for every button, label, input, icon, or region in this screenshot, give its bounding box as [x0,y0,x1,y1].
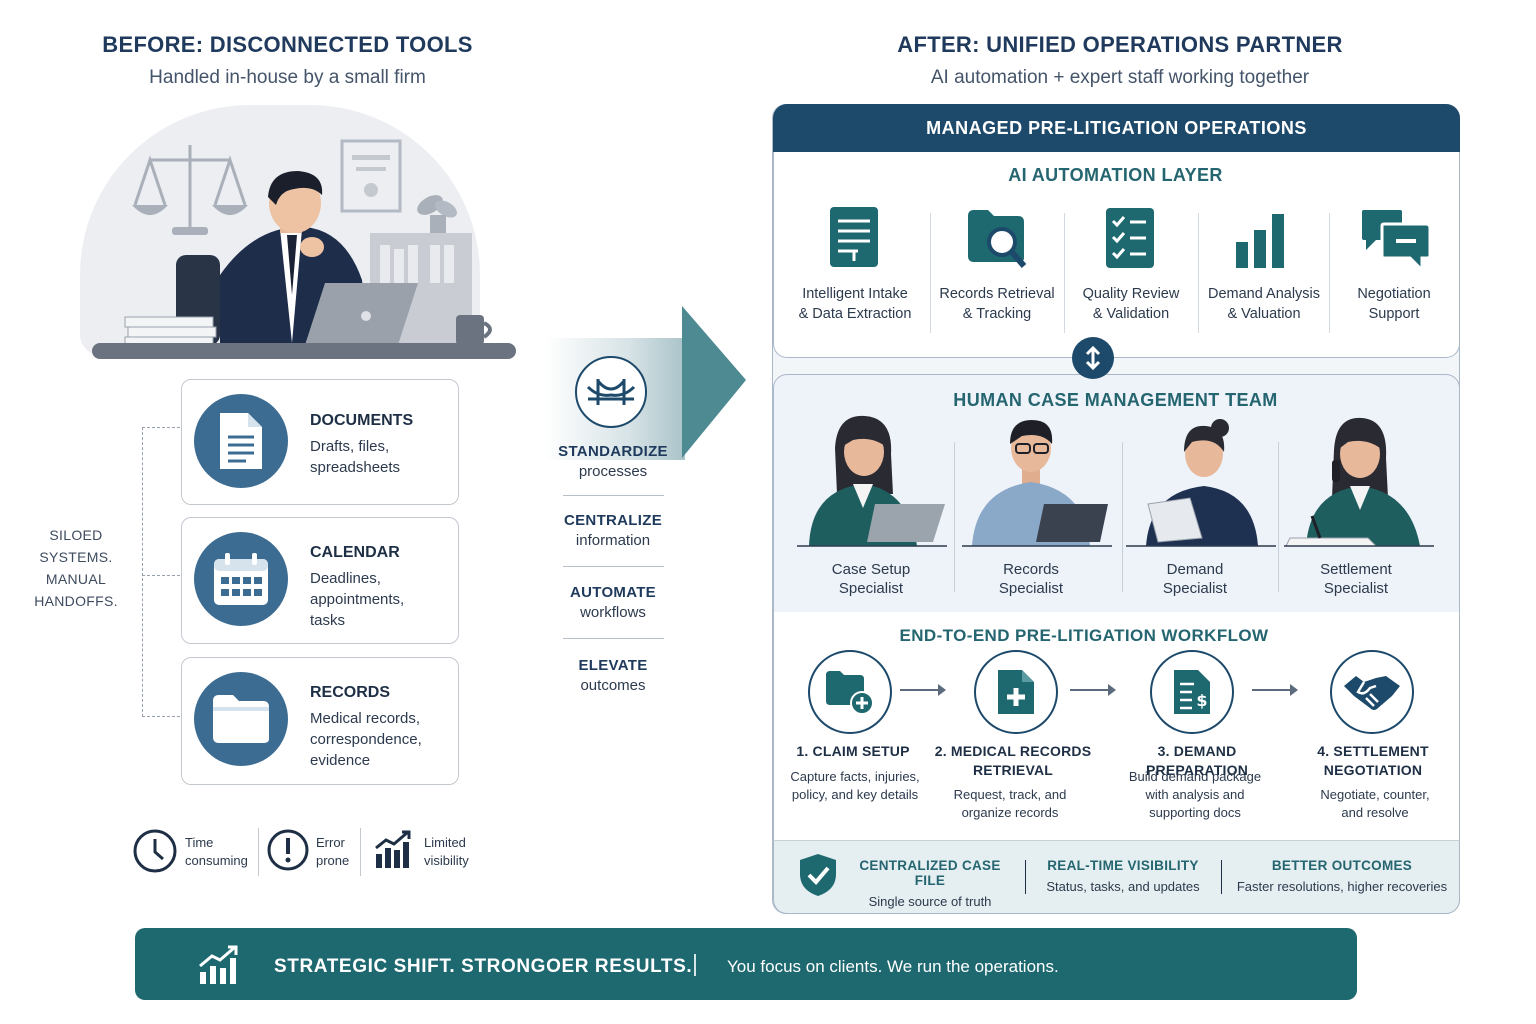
ai-item-records: Records Retrieval& Tracking [939,286,1055,322]
divider [1198,213,1199,333]
handoff-connector [142,427,143,717]
handoff-branch-calendar [142,575,180,576]
arrow-right-icon [1252,684,1298,696]
divider [1329,213,1330,333]
alert-icon [267,829,309,871]
clock-icon [133,829,177,873]
case-setup-specialist-avatar [797,415,947,547]
divider [360,828,361,876]
ai-item-demand: Demand Analysis& Valuation [1207,286,1321,322]
divider [258,828,259,876]
workflow-step-3-title: 3. DEMAND PREPARATION [1145,743,1249,778]
divider [1064,213,1065,333]
tool-title: CALENDAR [310,544,400,561]
tool-desc: Medical records,correspondence,evidence [310,710,422,769]
invoice-icon: $ [1150,650,1234,734]
calendar-icon [194,532,288,626]
chat-icon [1362,210,1432,272]
folder-add-icon [808,650,892,734]
banner-tagline: You focus on clients. We run the operati… [727,957,1059,976]
growth-chart-icon [199,945,238,984]
divider [1025,860,1026,894]
workflow-step-4-desc: Negotiate, counter,and resolve [1320,787,1430,820]
handshake-icon [1330,650,1414,734]
tool-card-documents: DOCUMENTS Drafts, files,spreadsheets [181,379,459,505]
before-title: BEFORE: DISCONNECTED TOOLS [102,32,473,57]
medical-doc-icon [974,650,1058,734]
desk-surface [92,343,516,359]
bridge-icon [575,356,647,428]
before-subtitle: Handled in-house by a small firm [149,67,426,88]
folder-icon [194,672,288,766]
bidirectional-arrow-icon [1072,337,1114,379]
checklist-icon [1106,208,1154,268]
tool-card-records: RECORDS Medical records,correspondence,e… [181,657,459,785]
after-subtitle: AI automation + expert staff working tog… [930,67,1310,88]
intake-icon [830,207,878,267]
settlement-specialist-avatar [1284,417,1434,547]
tool-desc: Drafts, files,spreadsheets [310,438,401,476]
workflow-step-1-title: 1. CLAIM SETUP [796,743,910,759]
after-title: AFTER: UNIFIED OPERATIONS PARTNER [897,32,1343,57]
demand-specialist-avatar [1126,419,1276,547]
divider [1278,442,1279,592]
arrow-right-icon [1070,684,1116,696]
workflow-title: END-TO-END PRE-LITIGATION WORKFLOW [899,626,1269,645]
divider [1221,860,1222,894]
banner-title: STRATEGIC SHIFT. STRONGOER RESULTS. [274,956,693,977]
strategic-shift-banner [135,928,1357,1000]
operations-panel-title: MANAGED PRE-LITIGATION OPERATIONS [773,104,1460,152]
divider [563,566,664,567]
workflow-step-1-desc: Capture facts, injuries,policy, and key … [790,769,920,802]
records-specialist-avatar [962,420,1112,547]
ai-item-quality: Quality Review& Validation [1082,286,1180,322]
tool-title: DOCUMENTS [310,412,414,429]
divider [930,213,931,333]
divider [1122,442,1123,592]
benefits-bar [773,840,1460,914]
handoff-branch-documents [142,427,180,428]
bar-chart-icon [1236,214,1284,268]
divider [563,638,664,639]
bar-chart-icon [375,830,411,868]
ai-item-intake: Intelligent Intake& Data Extraction [798,286,912,322]
handoff-branch-records [142,716,180,717]
ai-layer-title: AI AUTOMATION LAYER [1008,165,1223,185]
folder-search-icon [968,210,1027,268]
tool-title: RECORDS [310,684,391,701]
transition-arrow-head [682,306,746,458]
workflow-section [773,612,1460,840]
team-title: HUMAN CASE MANAGEMENT TEAM [953,390,1278,410]
tool-card-calendar: CALENDAR Deadlines,appointments,tasks [181,517,459,644]
svg-text:$: $ [1196,691,1207,710]
arrow-right-icon [900,684,946,696]
shield-check-icon [800,854,836,896]
lawyer-at-desk-illustration [124,139,492,348]
document-icon [194,394,288,488]
divider [563,495,664,496]
siloed-systems-label: SILOED SYSTEMS. MANUAL HANDOFFS. [34,527,118,609]
tool-desc: Deadlines,appointments,tasks [310,570,405,629]
divider [954,442,955,592]
divider [694,954,696,976]
